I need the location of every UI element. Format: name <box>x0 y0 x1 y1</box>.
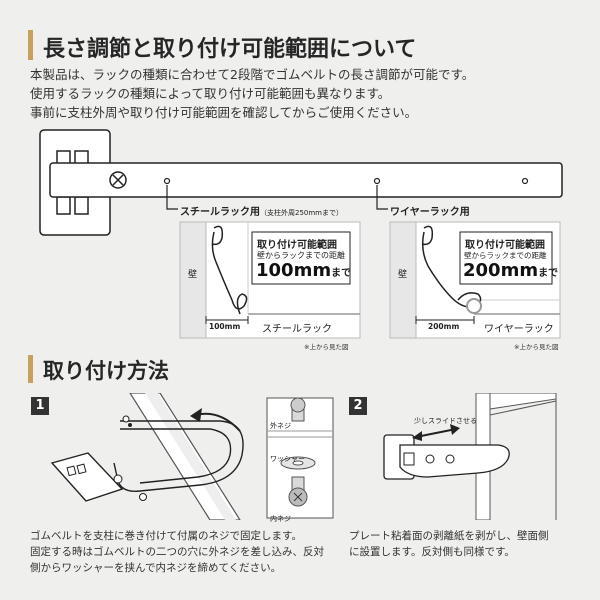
steel-rack-label: スチールラック用（支柱外周250mmまで） <box>180 203 343 218</box>
intro-line: 事前に支柱外周や取り付け可能範囲を確認してからご使用ください。 <box>30 105 418 120</box>
outer-screw-label: 外ネジ <box>270 422 291 430</box>
plate-slot <box>56 196 71 215</box>
caption-line: ゴムベルトを支柱に巻き付けて付属のネジで固定します。 <box>30 530 302 542</box>
range-callout <box>251 231 351 285</box>
range-title: 取り付け可能範囲 <box>257 240 337 251</box>
step-2-drawing <box>383 392 557 521</box>
range-title: 取り付け可能範囲 <box>465 240 545 251</box>
range-number: 200mm <box>463 260 539 281</box>
screw-icon <box>122 415 130 423</box>
adjustment-diagram <box>39 129 563 339</box>
caption-line: 固定する時はゴムベルトの二つの穴に外ネジを差し込み、反対 <box>30 546 324 558</box>
range-number: 100mm <box>256 260 332 281</box>
heading-accent-bar <box>28 355 33 383</box>
range-value: 100mmまで <box>256 260 351 281</box>
step-1-caption: ゴムベルトを支柱に巻き付けて付属のネジで固定します。 固定する時はゴムベルトの二… <box>30 528 340 576</box>
washer-label: ワッシャー <box>270 455 305 463</box>
rack-name: ワイヤーラック <box>484 324 554 335</box>
belt-hole <box>521 177 529 185</box>
view-note: ※上から見た図 <box>304 343 349 351</box>
wall-strip <box>179 221 207 339</box>
step-2-illustration <box>348 392 570 521</box>
rubber-belt <box>49 162 563 198</box>
belt-loop <box>421 231 482 308</box>
view-note: ※上から見た図 <box>514 343 559 351</box>
wall-label: 壁 <box>398 270 408 280</box>
steel-rack-sub: （支柱外周250mmまで） <box>260 209 343 217</box>
range-callout <box>459 231 553 285</box>
caption-line: に設置します。反対側も同様です。 <box>349 546 515 558</box>
step-2-badge: 2 <box>349 397 367 415</box>
screw-icon <box>139 493 147 501</box>
slide-label: 少しスライドさせる <box>414 417 477 425</box>
dimension-label: 200mm <box>428 322 460 331</box>
wire-rack-label: ワイヤーラック用 <box>390 207 470 218</box>
section-title-length-adjust: 長さ調節と取り付け可能範囲について <box>43 37 417 62</box>
wall-strip <box>389 221 417 339</box>
wire-post <box>466 298 482 314</box>
belt-loop <box>211 231 248 315</box>
caption-line: プレート粘着面の剥離紙を剥がし、壁面側 <box>349 530 549 542</box>
step-1-illustration <box>30 392 337 521</box>
step-1-drawing <box>50 392 334 521</box>
plate-slot <box>74 196 89 215</box>
range-subtitle: 壁からラックまでの距離 <box>464 251 547 260</box>
rubber-belt <box>399 444 510 478</box>
intro-line: 使用するラックの種類によって取り付け可能範囲も異なります。 <box>30 86 391 101</box>
belt-hole <box>163 177 171 185</box>
belt-hole <box>373 177 381 185</box>
dimension-label: 100mm <box>209 322 241 331</box>
range-unit: まで <box>538 268 559 279</box>
wall-plate <box>50 452 124 502</box>
intro-text: 本製品は、ラックの種類に合わせて2段階でゴムベルトの長さ調節が可能です。 使用す… <box>30 65 590 122</box>
slide-arrow <box>415 428 457 438</box>
step-1-badge: 1 <box>31 397 49 415</box>
inner-screw-label: 内ネジ <box>270 515 291 523</box>
intro-line: 本製品は、ラックの種類に合わせて2段階でゴムベルトの長さ調節が可能です。 <box>30 67 475 82</box>
range-unit: まで <box>331 268 352 279</box>
rack-name: スチールラック <box>262 324 332 335</box>
range-subtitle: 壁からラックまでの距離 <box>257 251 345 260</box>
step-2-caption: プレート粘着面の剥離紙を剥がし、壁面側 に設置します。反対側も同様です。 <box>349 528 589 560</box>
wall-label: 壁 <box>188 270 198 280</box>
steel-rack-name: スチールラック用 <box>180 207 260 218</box>
heading-accent-bar <box>28 30 33 60</box>
caption-line: 側からワッシャーを挟んで内ネジを締めてください。 <box>30 562 282 574</box>
range-value: 200mmまで <box>463 260 558 281</box>
section-title-install: 取り付け方法 <box>43 359 169 383</box>
